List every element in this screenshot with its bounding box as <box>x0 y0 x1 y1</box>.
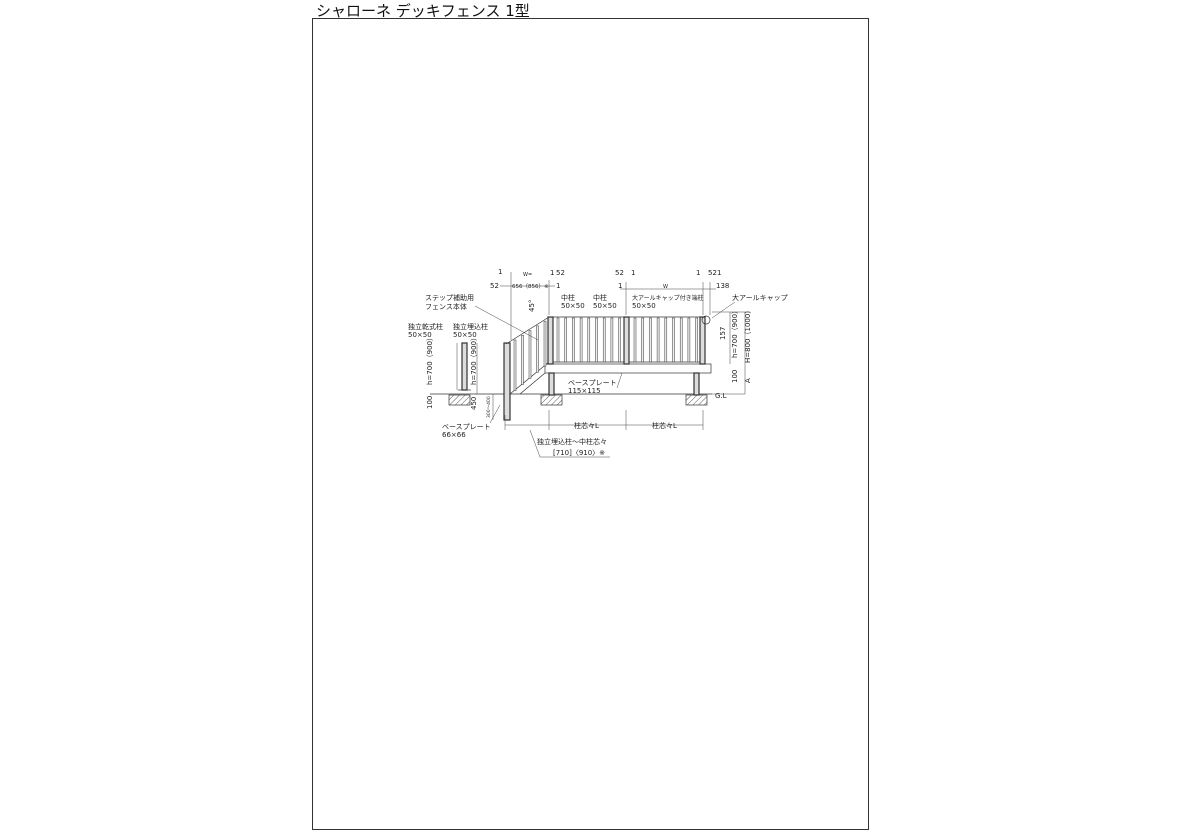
label-end-post: 大アールキャップ付き端柱 <box>632 294 704 302</box>
dim-300-400: 300～400 <box>486 396 492 418</box>
baluster <box>528 330 532 379</box>
free-standing-post <box>461 342 468 391</box>
baluster <box>672 317 675 363</box>
dim-1g: 1 <box>717 269 721 277</box>
dim-450: 450 <box>470 397 478 410</box>
label-mid-post-b-size: 50×50 <box>593 302 617 310</box>
label-mid-post-b: 中柱 <box>593 293 607 302</box>
baluster <box>679 317 683 363</box>
dim-1b: 1 <box>550 269 554 277</box>
baluster <box>610 317 614 363</box>
dim-52d: 52 <box>708 269 717 277</box>
baluster <box>572 317 575 363</box>
dim-100b: 100 <box>731 370 739 383</box>
label-cap: 大アールキャップ <box>732 293 788 302</box>
label-base-plate-small: ベースプレート <box>442 423 491 431</box>
label-mid-post-a: 中柱 <box>561 293 575 302</box>
deck-board <box>544 363 712 374</box>
baluster <box>687 317 691 363</box>
deck-support-mid <box>548 372 555 396</box>
baluster <box>536 325 539 373</box>
dimension-values: 1 52 W= 656（856）※ 1 52 1 52 1 1 W 1 52 1… <box>426 268 752 418</box>
round-cap <box>701 315 711 325</box>
dim-157: 157 <box>719 327 727 340</box>
dim-1f: 1 <box>696 269 700 277</box>
dim-656: 656（856）※ <box>512 283 549 290</box>
dimension-lines <box>456 272 750 458</box>
label-embed-to-mid: 独立埋込柱～中柱芯々 <box>537 437 607 446</box>
label-embed-post: 独立埋込柱 <box>453 322 488 331</box>
baluster <box>656 317 660 363</box>
dim-52b: 52 <box>556 269 565 277</box>
baluster <box>618 317 621 363</box>
dim-100a: 100 <box>426 396 434 409</box>
label-step-fence-2: フェンス本体 <box>425 302 467 311</box>
footing-end <box>685 394 708 406</box>
deck-support-end <box>693 372 700 396</box>
stair-fence <box>505 316 550 395</box>
embedded-post <box>503 342 511 421</box>
baluster <box>579 317 583 363</box>
label-embed-post-size: 50×50 <box>453 331 477 339</box>
baluster <box>664 317 668 363</box>
baluster <box>513 339 517 391</box>
label-mid-post-a-size: 50×50 <box>561 302 585 310</box>
baluster <box>521 335 524 385</box>
baluster <box>641 317 644 363</box>
baluster <box>649 317 652 363</box>
label-base-plate-small-size: 66×66 <box>442 431 466 439</box>
label-base-plate: ベースプレート <box>568 379 617 387</box>
footing-mid <box>540 394 563 406</box>
dim-1e: 1 <box>618 282 622 290</box>
baluster <box>633 317 637 363</box>
baluster <box>587 317 591 363</box>
baluster <box>543 320 547 367</box>
dim-138: 138 <box>716 282 729 290</box>
dim-1d: 1 <box>631 269 635 277</box>
label-base-plate-size: 115×115 <box>568 387 601 395</box>
dim-w2: W <box>663 284 668 290</box>
dim-h-main: h=700（900） <box>731 307 739 358</box>
label-embed-to-mid-values: [710]〈910〉※ <box>553 449 605 457</box>
label-free-post-size: 50×50 <box>408 331 432 339</box>
dim-52c: 52 <box>615 269 624 277</box>
dim-1: 1 <box>498 268 502 276</box>
label-span-2: 柱芯々L <box>652 421 677 430</box>
dim-52: 52 <box>490 282 499 290</box>
label-free-post: 独立乾式柱 <box>408 322 443 331</box>
baluster <box>602 317 606 363</box>
baluster <box>556 317 560 363</box>
dim-H-main: H=800（1000） <box>744 307 752 363</box>
dim-w: W= <box>523 272 532 278</box>
label-span-1: 柱芯々L <box>574 421 599 430</box>
drawing-title: シャローネ デッキフェンス 1型 <box>316 2 530 20</box>
label-step-fence: ステップ補助用 <box>425 293 474 302</box>
label-end-post-size: 50×50 <box>632 302 656 310</box>
dim-angle: 45° <box>528 300 536 312</box>
drawing-frame <box>312 18 869 830</box>
label-gl: G.L <box>715 392 727 400</box>
dim-h-free: h=700（900） <box>426 334 434 385</box>
baluster <box>695 317 698 363</box>
dim-A: A <box>744 378 752 383</box>
baluster <box>564 317 567 363</box>
dim-h-embed: h=700（900） <box>470 334 478 385</box>
footing-free-post <box>448 394 471 406</box>
baluster <box>595 317 598 363</box>
main-fence <box>547 315 711 365</box>
dim-1c: 1 <box>556 282 560 290</box>
